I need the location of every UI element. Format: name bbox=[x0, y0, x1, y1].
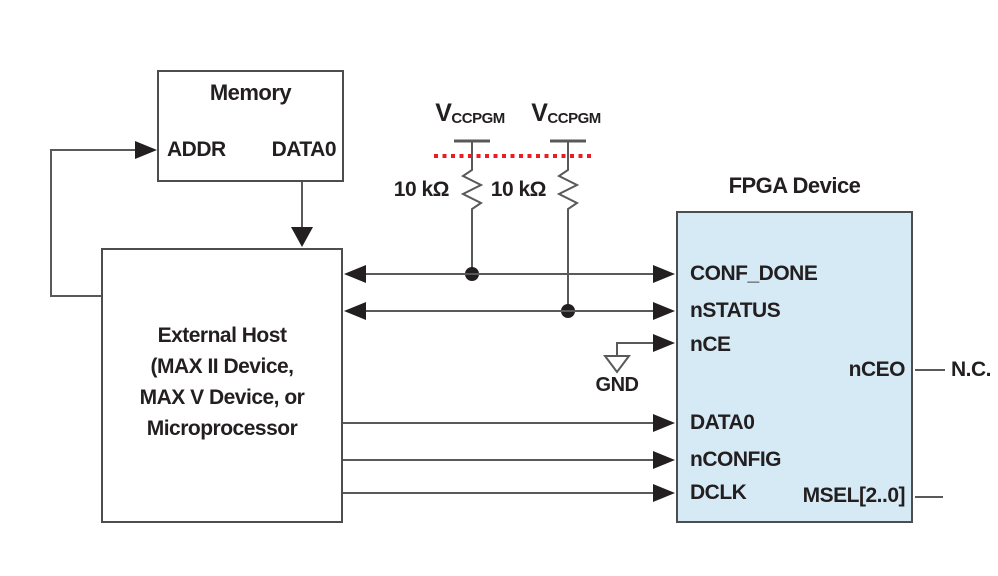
gnd-symbol-icon bbox=[603, 355, 631, 374]
fpga-pin-msel: MSEL[2..0] bbox=[802, 484, 906, 507]
nce-arrowhead-icon bbox=[653, 334, 675, 352]
external-host-label: External Host (MAX II Device, MAX V Devi… bbox=[101, 320, 343, 444]
memory-title: Memory bbox=[209, 80, 292, 105]
conf-done-right-arrowhead-icon bbox=[653, 265, 675, 283]
fpga-block bbox=[676, 211, 913, 523]
fpga-pin-nconfig: nCONFIG bbox=[690, 448, 782, 471]
fpga-pin-nceo: nCEO bbox=[848, 358, 906, 381]
vccpgm-main-1: V bbox=[435, 99, 452, 127]
fpga-pin-conf-done: CONF_DONE bbox=[690, 262, 818, 285]
nc-label: N.C. bbox=[951, 358, 992, 381]
fpga-pin-nce: nCE bbox=[690, 333, 731, 356]
fpga-pin-nstatus: nSTATUS bbox=[690, 299, 781, 322]
nstatus-right-arrowhead-icon bbox=[653, 302, 675, 320]
resistor-value-1: 10 kΩ bbox=[393, 178, 450, 201]
addr-feedback-wire bbox=[50, 149, 139, 297]
vccpgm-sub-1: CCPGM bbox=[451, 110, 505, 127]
external-host-line-3: MAX V Device, or bbox=[139, 386, 305, 409]
external-host-line-4: Microprocessor bbox=[146, 417, 298, 440]
fpga-pin-data0: DATA0 bbox=[690, 411, 755, 434]
vccpgm-main-2: V bbox=[531, 99, 548, 127]
memory-pin-addr: ADDR bbox=[167, 138, 226, 161]
nce-wire bbox=[616, 342, 656, 355]
memory-data-arrowhead-icon bbox=[291, 227, 313, 247]
memory-pin-data0: DATA0 bbox=[271, 138, 337, 161]
external-host-line-1: External Host bbox=[157, 324, 287, 347]
addr-arrowhead-icon bbox=[135, 141, 157, 159]
pullup-resistor-2 bbox=[556, 141, 580, 311]
fpga-pin-dclk: DCLK bbox=[690, 481, 747, 504]
external-host-block bbox=[101, 248, 343, 523]
fpga-title: FPGA Device bbox=[728, 173, 861, 198]
data0-arrowhead-icon bbox=[653, 414, 675, 432]
gnd-label: GND bbox=[595, 374, 639, 396]
nconfig-arrowhead-icon bbox=[653, 451, 675, 469]
conf-done-left-arrowhead-icon bbox=[344, 265, 366, 283]
nstatus-left-arrowhead-icon bbox=[344, 302, 366, 320]
vccpgm-sub-2: CCPGM bbox=[547, 110, 601, 127]
external-host-line-2: (MAX II Device, bbox=[150, 355, 294, 378]
pullup-resistor-1 bbox=[460, 141, 484, 274]
memory-block bbox=[157, 70, 344, 182]
resistor-value-2: 10 kΩ bbox=[490, 178, 547, 201]
dclk-arrowhead-icon bbox=[653, 484, 675, 502]
